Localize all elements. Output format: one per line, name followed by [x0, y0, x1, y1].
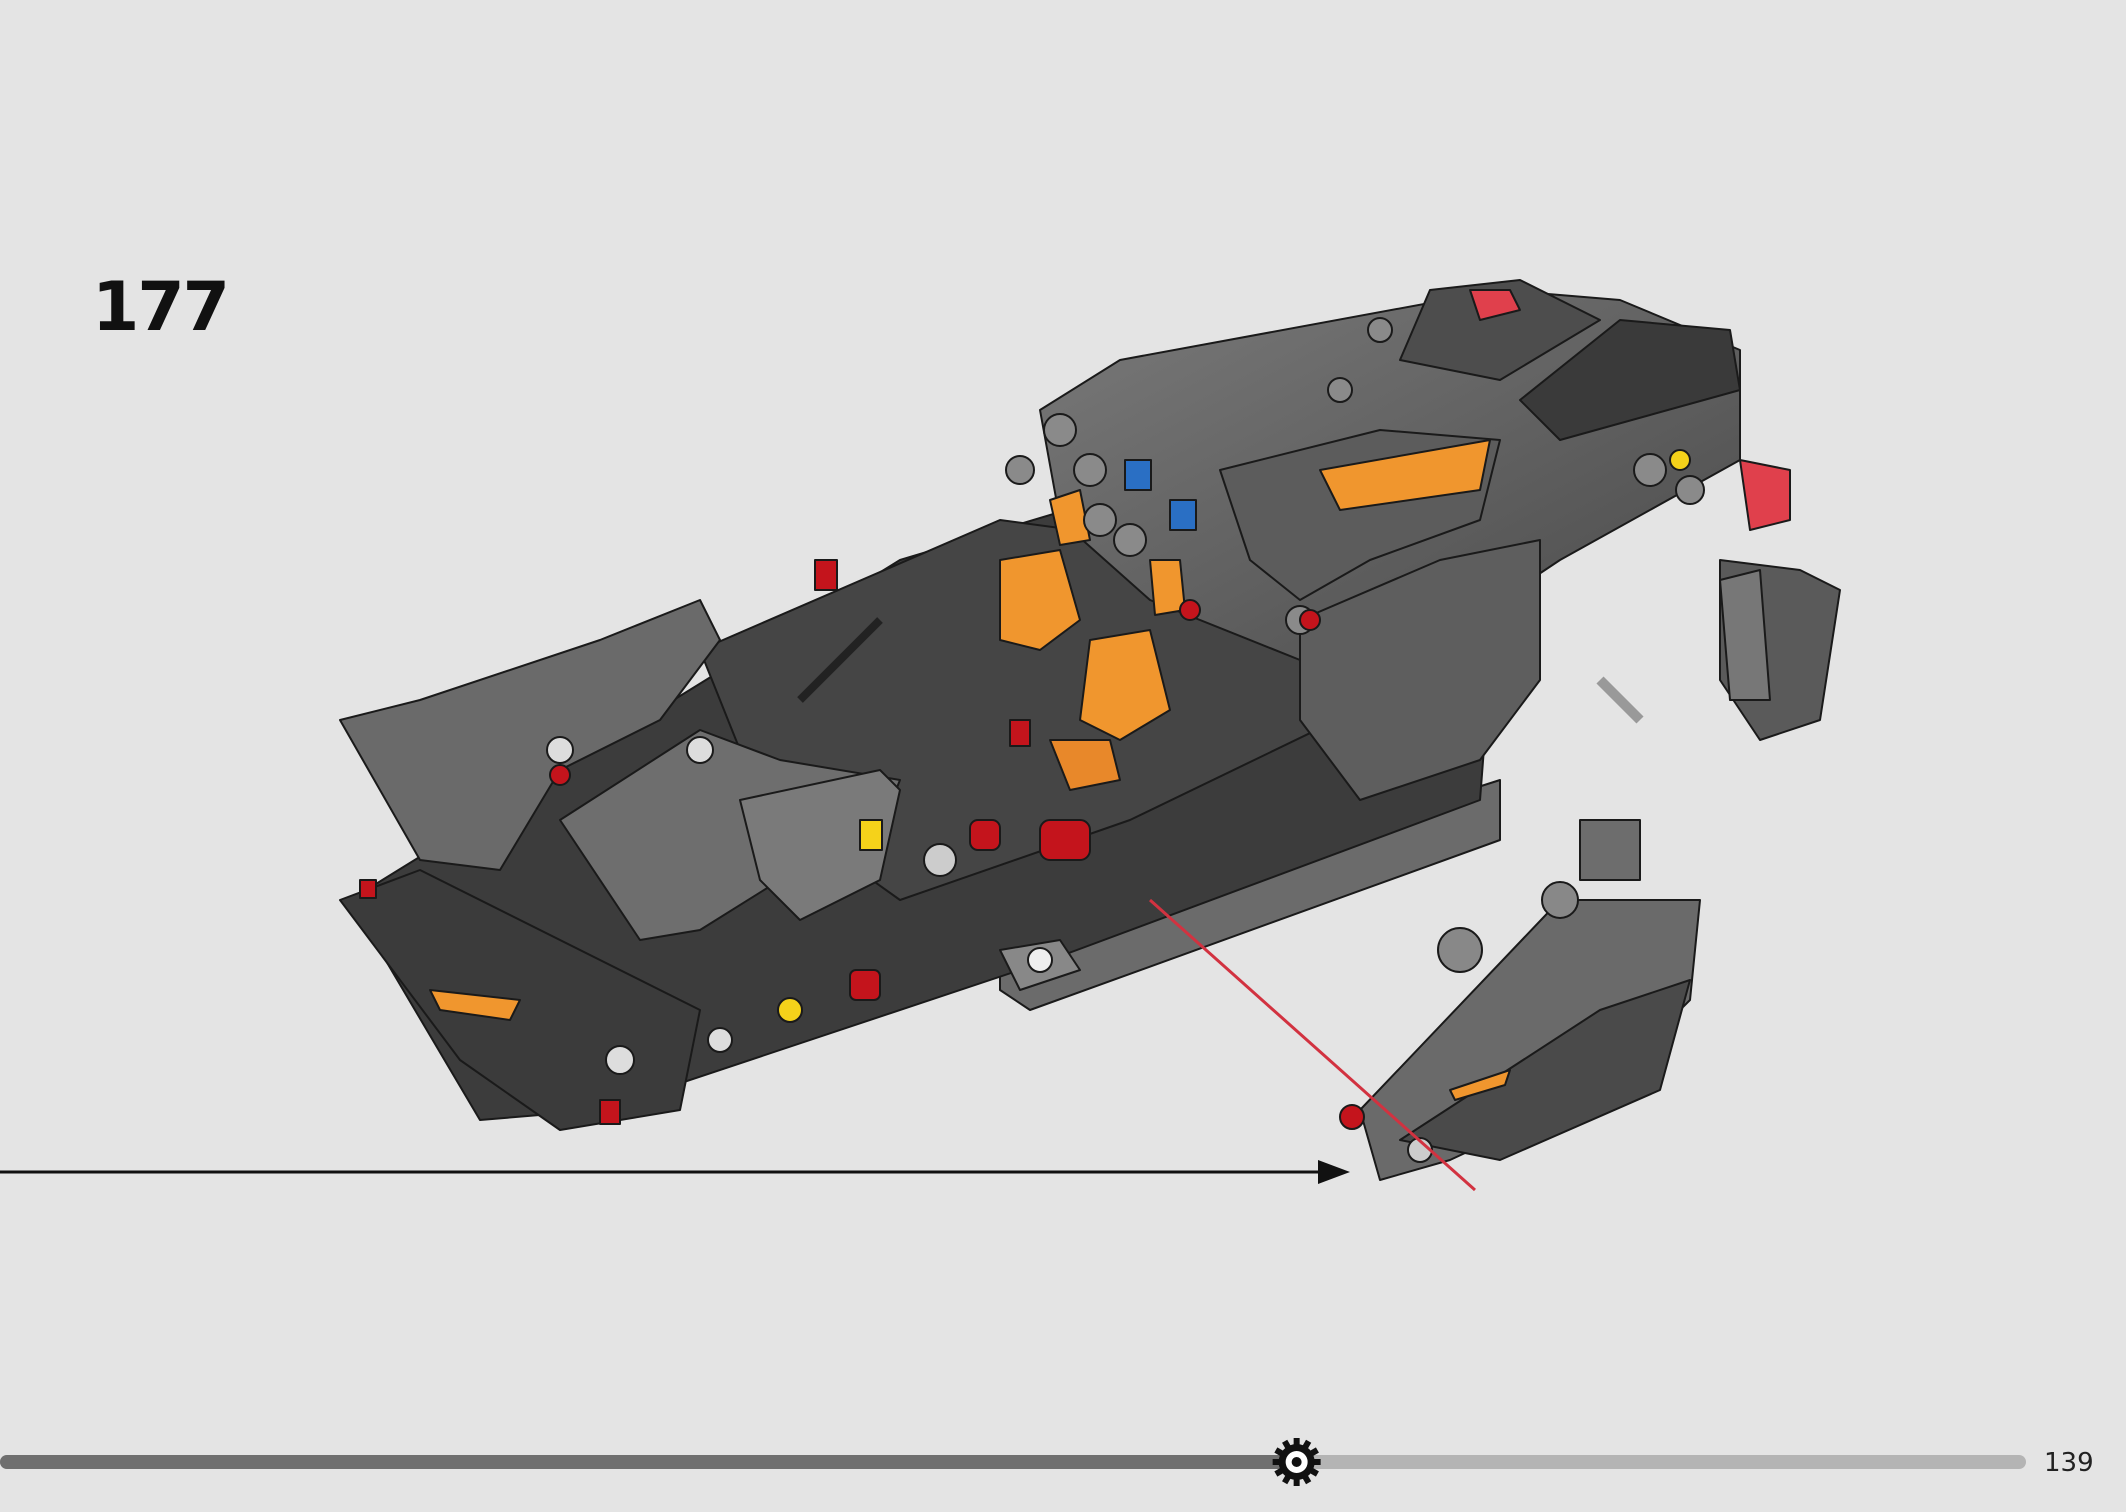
sub-lower: [1399, 979, 1691, 1161]
side-subassembly: [1339, 819, 1701, 1181]
front-nose: [739, 769, 901, 921]
seat-right: [1079, 629, 1171, 741]
yellow-pin: [777, 997, 803, 1023]
progress-fill: [0, 1455, 1297, 1469]
yellow-block: [859, 819, 883, 851]
sub-hole: [1541, 881, 1579, 919]
gear-icon: [1272, 1438, 1321, 1486]
front-fender: [339, 599, 721, 871]
tail-light: [1739, 459, 1791, 531]
seat-left: [999, 549, 1081, 651]
timeline-arrow: [0, 1160, 1350, 1184]
sub-red-pin: [1339, 1104, 1365, 1130]
rod: [1596, 676, 1644, 724]
blue-connector: [1169, 499, 1197, 531]
gear-tooth: [1293, 1438, 1300, 1448]
sub-accent: [1449, 1069, 1511, 1101]
pins: [546, 317, 1705, 1075]
step-number: 177: [92, 268, 230, 347]
sub-hole: [1437, 927, 1483, 973]
red-pin: [549, 764, 571, 786]
red-axle-end: [849, 969, 881, 1001]
scoop-accent: [1319, 439, 1491, 511]
seat-base: [1049, 739, 1121, 791]
red-stub: [599, 1099, 621, 1125]
red-stub: [814, 559, 838, 591]
rear-wing: [1519, 319, 1741, 441]
page-number: 139: [2044, 1448, 2094, 1478]
sub-fin: [1579, 819, 1641, 881]
car-assembly: [339, 279, 1841, 1131]
red-axle: [969, 819, 1001, 851]
blue-connector: [1124, 459, 1152, 491]
red-pin: [1179, 599, 1201, 621]
orange-block: [1049, 489, 1091, 546]
red-axle: [1039, 819, 1091, 861]
progress-bar: [0, 1438, 2026, 1486]
gear-tooth: [1293, 1476, 1300, 1486]
right-pod: [1299, 539, 1541, 801]
rod: [797, 617, 883, 703]
right-arm-beam: [1719, 569, 1771, 701]
red-pin: [1299, 609, 1321, 631]
rear-wing-upper: [1399, 279, 1601, 381]
splitter-accent: [429, 989, 521, 1021]
assembly-guide-line: [1149, 898, 1476, 1192]
red-stub: [359, 879, 377, 899]
red-stub: [1009, 719, 1031, 747]
tail-light-top: [1469, 289, 1521, 321]
yellow-pin: [1669, 449, 1691, 471]
